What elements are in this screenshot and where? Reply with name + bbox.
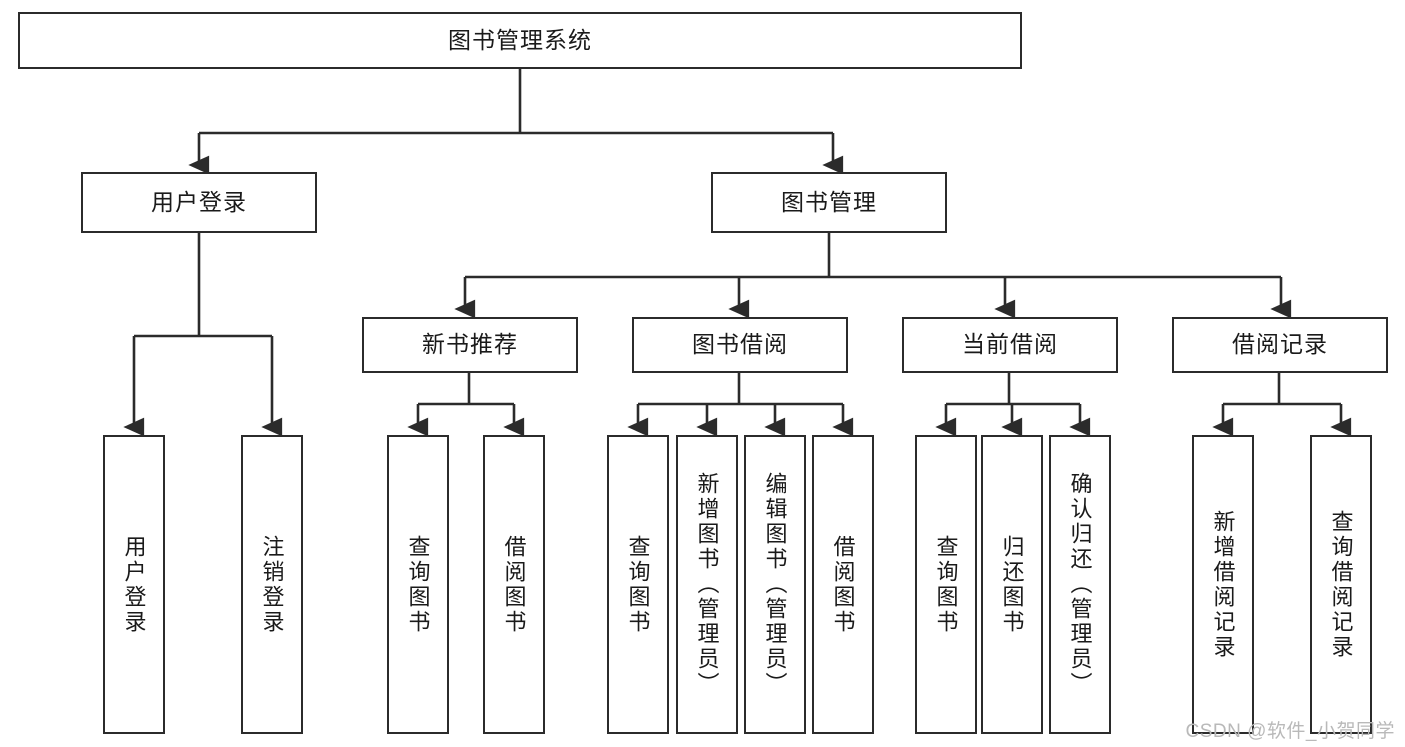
csdn-watermark: CSDN @软件_小贺同学: [1185, 721, 1395, 742]
leaf-borrow-record-add-record[interactable]: 新增借阅记录: [1192, 435, 1254, 734]
node-label: 图书管理系统: [448, 26, 592, 53]
leaf-new-book-borrow-book[interactable]: 借阅图书: [483, 435, 545, 734]
node-label: 新书推荐: [422, 331, 518, 358]
node-label: 用户登录: [151, 188, 247, 215]
leaf-borrow-record-query-record[interactable]: 查询借阅记录: [1310, 435, 1372, 734]
leaf-book-borrow-query-book[interactable]: 查询图书: [607, 435, 669, 734]
node-book-borrow[interactable]: 图书借阅: [632, 317, 848, 373]
leaf-current-borrow-return-book[interactable]: 归还图书: [981, 435, 1043, 734]
node-borrow-record[interactable]: 借阅记录: [1172, 317, 1388, 373]
node-label: 图书管理: [781, 188, 877, 215]
node-user-login[interactable]: 用户登录: [81, 172, 317, 233]
leaf-user-login-login[interactable]: 用户登录: [103, 435, 165, 734]
node-label: 归还图书: [999, 534, 1025, 635]
node-label: 新增图书（管理员）: [694, 472, 720, 697]
node-label: 查询图书: [625, 534, 651, 635]
node-label: 查询图书: [933, 534, 959, 635]
leaf-user-login-logout[interactable]: 注销登录: [241, 435, 303, 734]
node-label: 当前借阅: [962, 331, 1058, 358]
node-label: 图书借阅: [692, 331, 788, 358]
node-label: 编辑图书（管理员）: [762, 472, 788, 697]
leaf-book-borrow-edit-book-admin[interactable]: 编辑图书（管理员）: [744, 435, 806, 734]
leaf-current-borrow-query-book[interactable]: 查询图书: [915, 435, 977, 734]
leaf-book-borrow-add-book-admin[interactable]: 新增图书（管理员）: [676, 435, 738, 734]
node-current-borrow[interactable]: 当前借阅: [902, 317, 1118, 373]
leaf-new-book-query-book[interactable]: 查询图书: [387, 435, 449, 734]
node-root-book-management-system[interactable]: 图书管理系统: [18, 12, 1022, 69]
leaf-book-borrow-borrow-book[interactable]: 借阅图书: [812, 435, 874, 734]
node-label: 借阅图书: [501, 534, 527, 635]
node-book-management[interactable]: 图书管理: [711, 172, 947, 233]
node-label: 新增借阅记录: [1210, 509, 1236, 660]
leaf-current-borrow-confirm-return-admin[interactable]: 确认归还（管理员）: [1049, 435, 1111, 734]
node-new-book-recommend[interactable]: 新书推荐: [362, 317, 578, 373]
node-label: 查询图书: [405, 534, 431, 635]
node-label: 查询借阅记录: [1328, 509, 1354, 660]
node-label: 用户登录: [121, 534, 147, 635]
node-label: 借阅图书: [830, 534, 856, 635]
node-label: 确认归还（管理员）: [1067, 472, 1093, 697]
node-label: 注销登录: [259, 534, 285, 635]
node-label: 借阅记录: [1232, 331, 1328, 358]
